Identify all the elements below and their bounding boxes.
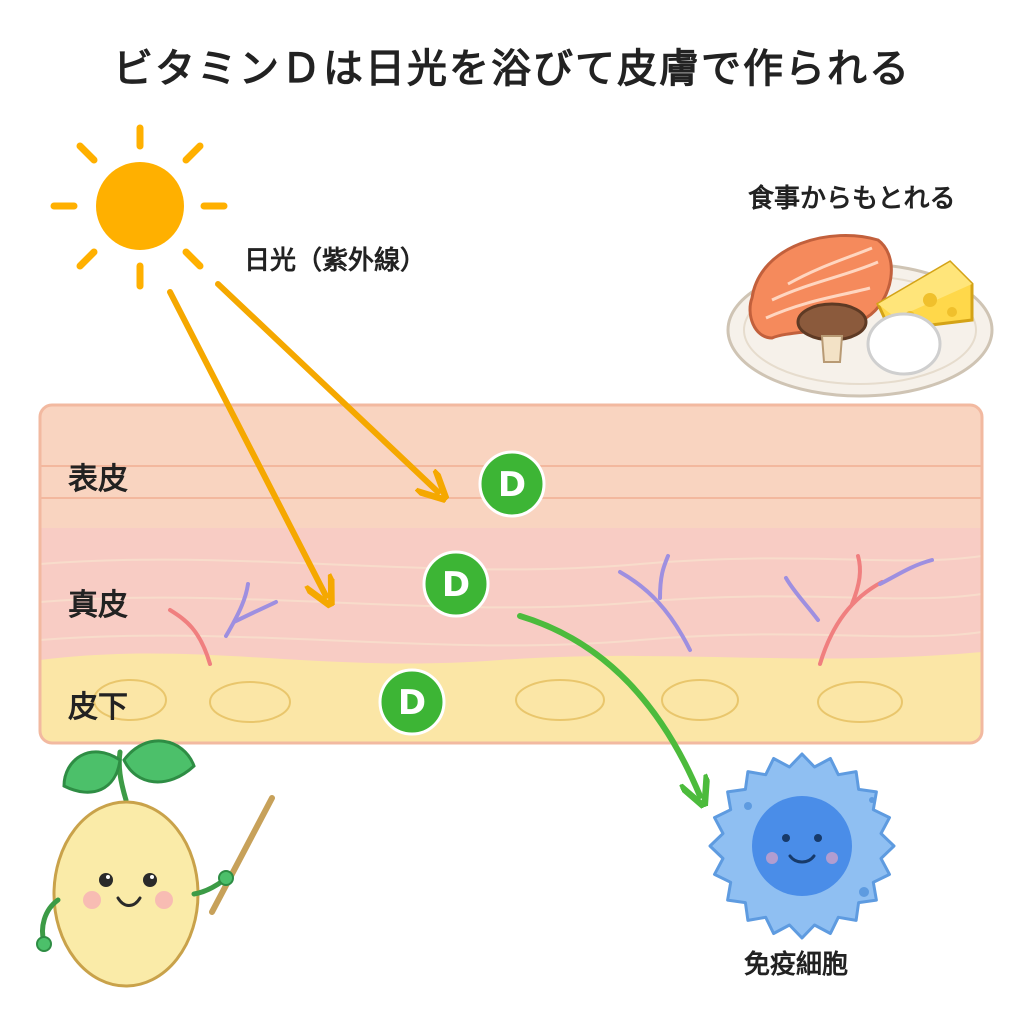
- svg-text:D: D: [498, 465, 526, 505]
- food-plate-icon: [726, 233, 994, 398]
- sunlight-label: 日光（紫外線）: [244, 246, 427, 276]
- svg-text:D: D: [442, 565, 470, 605]
- vitamin-d-badge-epidermis: D: [478, 450, 546, 518]
- skin-cross-section: [40, 405, 982, 743]
- layer-subcutis: [40, 652, 982, 743]
- sunlight-arrow-epidermis: [215, 281, 438, 492]
- mascot-bean-icon: [36, 739, 275, 988]
- dermis-label: 真皮: [68, 588, 128, 623]
- sunlight-arrows: [167, 281, 438, 596]
- page-title: ビタミンＤは日光を浴びて皮膚で作られる: [113, 46, 911, 92]
- subcutis-label: 皮下: [68, 690, 128, 725]
- vitamin-d-delivery-arrow: [517, 613, 700, 796]
- sunlight-arrow-dermis: [167, 289, 326, 596]
- vitamin-d-badge-dermis: D: [422, 550, 490, 618]
- sun-icon: [50, 124, 228, 290]
- immune-cell-label: 免疫細胞: [744, 950, 849, 980]
- svg-text:D: D: [398, 683, 426, 723]
- layer-dermis: [40, 528, 982, 664]
- vitamin-d-badge-subcutis: D: [378, 668, 446, 736]
- food-label: 食事からもとれる: [748, 184, 956, 214]
- immune-cell-icon: [708, 752, 896, 940]
- epidermis-label: 表皮: [68, 462, 128, 497]
